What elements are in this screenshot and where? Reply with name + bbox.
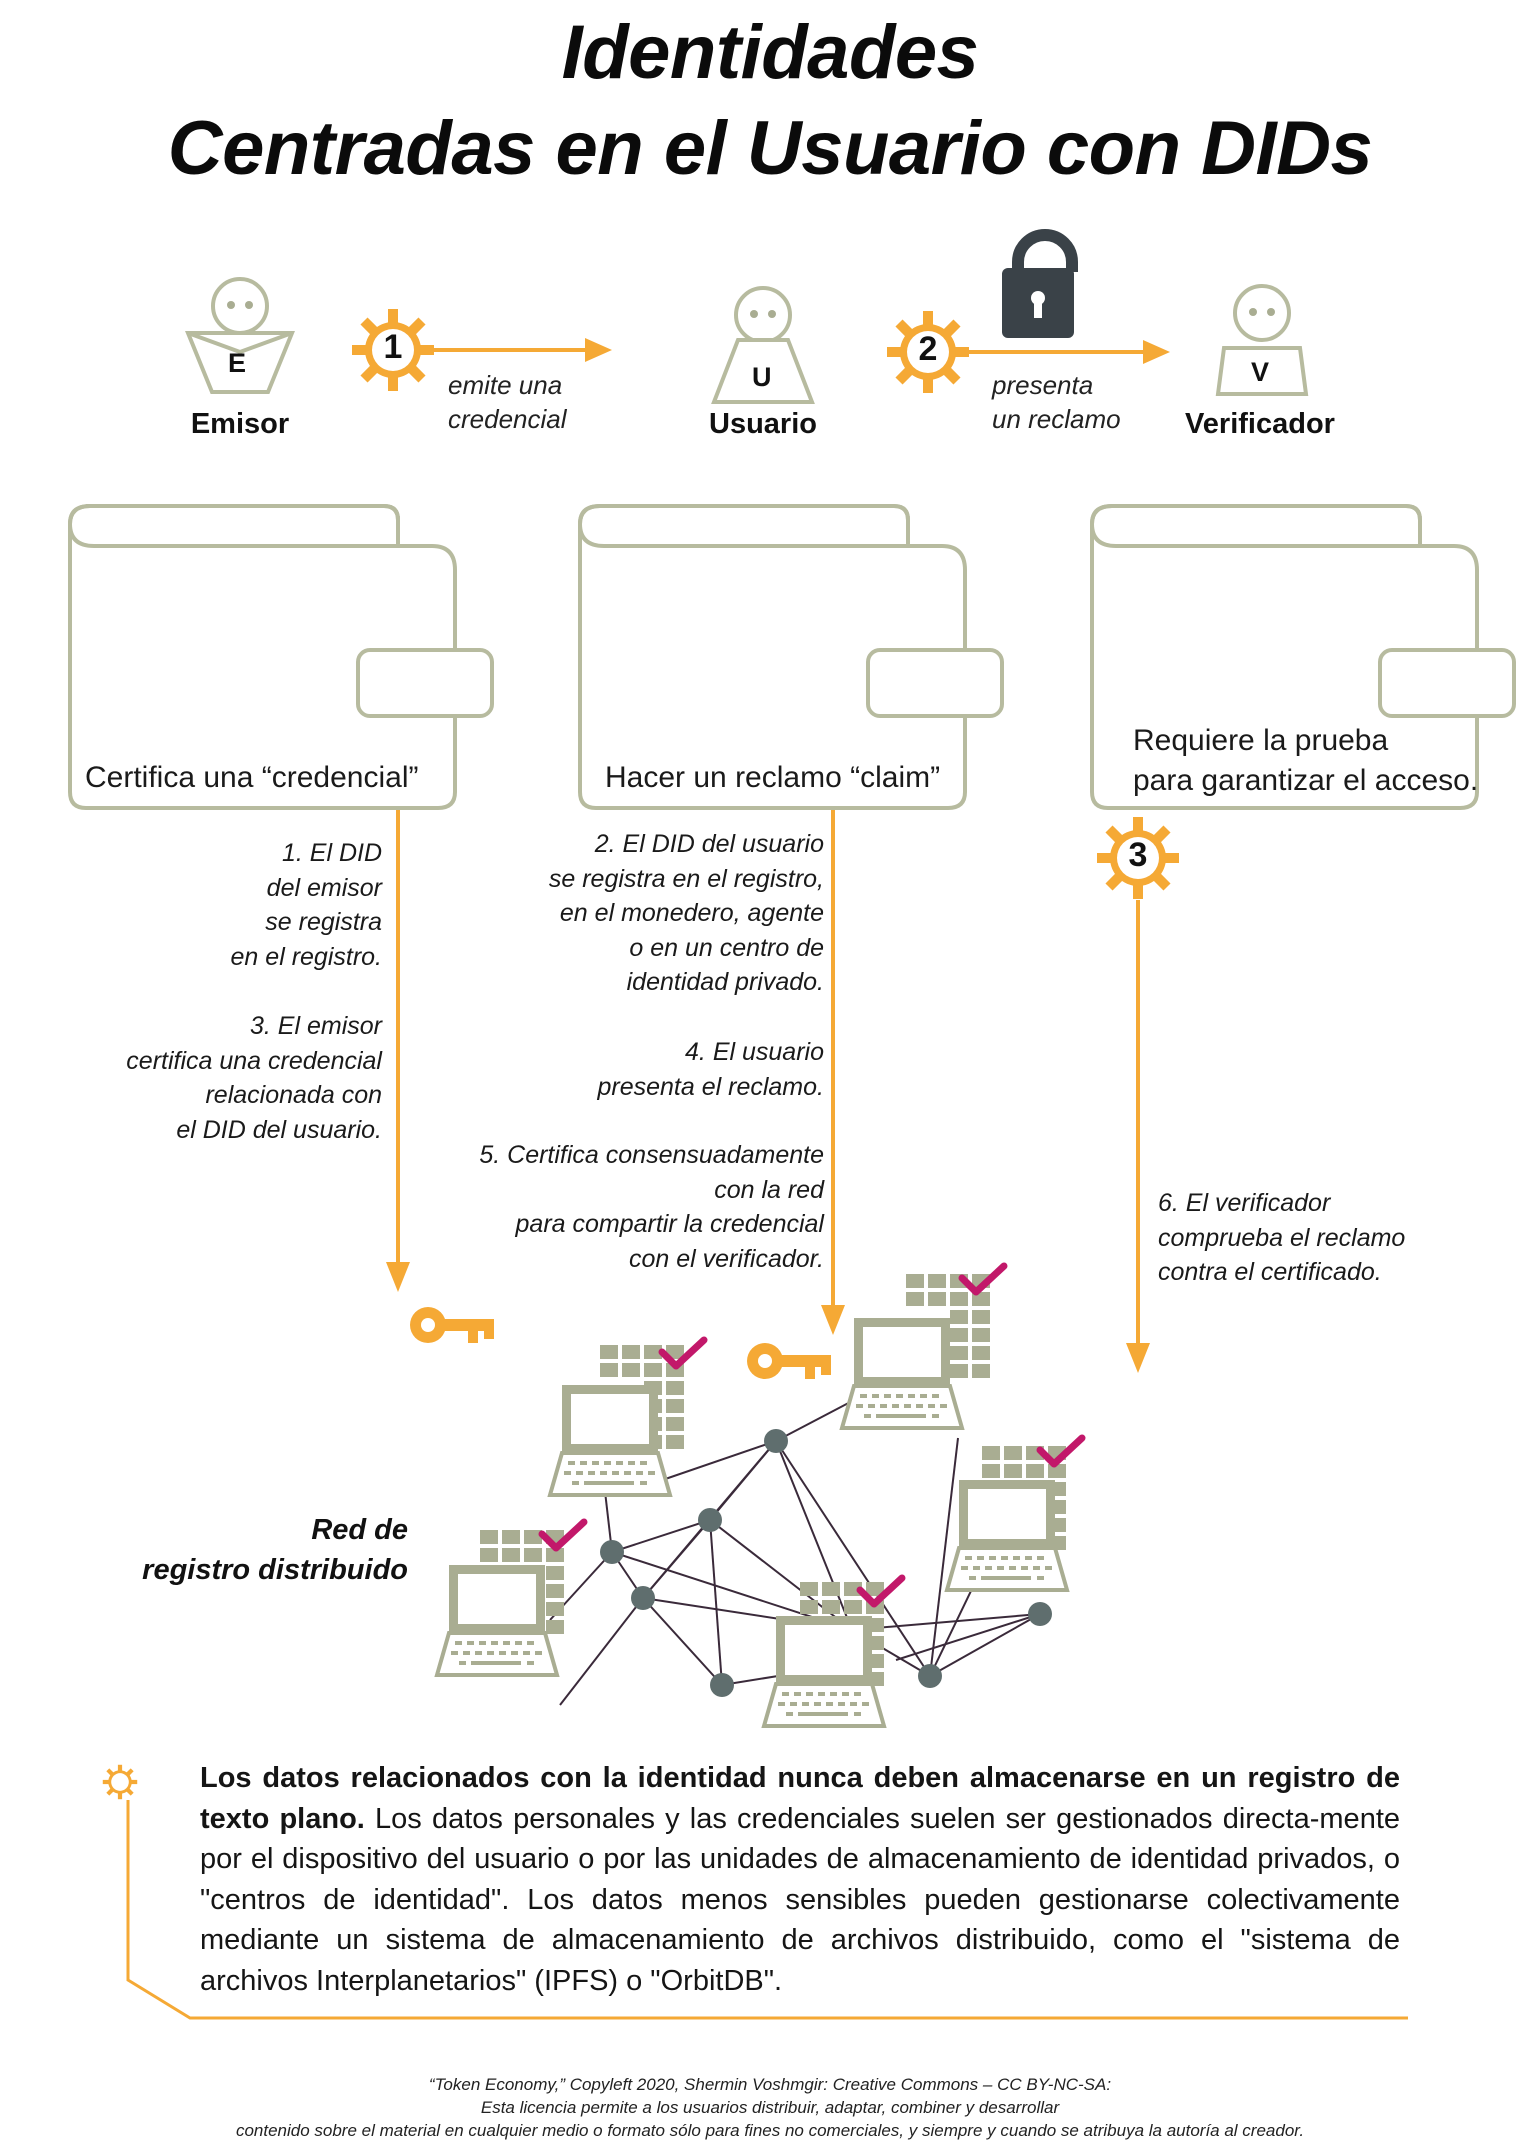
issuer-letter: E — [228, 348, 247, 378]
step2-caption: presenta un reclamo — [992, 368, 1121, 436]
ledger-node-5 — [762, 1578, 902, 1728]
footer-line3: contenido sobre el material en cualquier… — [235, 2121, 1305, 2140]
note-2-line: en el monedero, agente — [559, 899, 824, 927]
step1-number: 1 — [383, 328, 403, 366]
page-subtitle: Centradas en el Usuario con DIDs — [167, 106, 1373, 191]
verifier-eyes — [1249, 308, 1275, 316]
verifier-wallet-line2: para garantizar el acceso. — [1133, 764, 1479, 797]
issuer-flow-arrow — [386, 810, 410, 1292]
ledger-node-3 — [945, 1438, 1082, 1592]
note-5-line: para compartir la credencial — [515, 1210, 824, 1238]
note-3-line: 3. El emisor — [250, 1012, 382, 1040]
note-5-line: con la red — [714, 1175, 824, 1204]
lock-icon — [1002, 229, 1078, 338]
footer-line2: Esta licencia permite a los usuarios dis… — [480, 2098, 1060, 2117]
user-wallet — [578, 504, 1004, 810]
user-label: Usuario — [709, 408, 817, 440]
issuer-wallet-text: Certifica una “credencial” — [85, 761, 419, 794]
user-wallet-text: Hacer un reclamo “claim” — [605, 761, 941, 794]
step2-number: 2 — [918, 330, 938, 368]
note-3-line: certifica una credencial — [126, 1046, 382, 1075]
footer-line1: “Token Economy,” Copyleft 2020, Shermin … — [428, 2075, 1112, 2094]
footer: “Token Economy,” Copyleft 2020, Shermin … — [0, 2073, 1540, 2142]
step2-caption-line2: un reclamo — [992, 404, 1121, 434]
note-1-line: en el registro. — [230, 942, 382, 971]
issuer-person-icon — [185, 277, 295, 394]
page-title: Identidades — [561, 10, 979, 95]
issuer-eyes — [227, 301, 253, 309]
note-1-line: se registra — [265, 908, 382, 936]
info-paragraph: Los datos relacionados con la identidad … — [200, 1758, 1400, 2001]
verifier-person-icon — [1215, 284, 1309, 396]
info-bold-text: Los datos relacionados con la identidad … — [200, 1762, 1400, 1835]
note-1: 1. El DID del emisor se registra en el r… — [60, 836, 382, 974]
network-label-line2: registro distribuido — [142, 1554, 408, 1586]
note-4-line: 4. El usuario — [685, 1038, 824, 1066]
step2-arrow — [965, 340, 1170, 364]
note-5: 5. Certifica consensuadamente con la red… — [420, 1138, 824, 1276]
note-1-line: del emisor — [266, 873, 382, 902]
user-letter: U — [752, 362, 772, 392]
note-2-line: o en un centro de — [629, 933, 824, 962]
verifier-flow-arrow — [1126, 900, 1150, 1373]
user-flow-arrow — [821, 810, 845, 1335]
issuer-wallet — [68, 504, 494, 810]
network-label-line1: Red de — [311, 1514, 408, 1546]
issuer-wallet-flap — [68, 523, 398, 548]
note-2: 2. El DID del usuario se registra en el … — [420, 827, 824, 1000]
step1-arrow — [432, 338, 612, 362]
note-3-line: relacionada con — [205, 1081, 382, 1109]
info-sun-icon — [102, 1764, 138, 1800]
ledger-node-4 — [435, 1522, 584, 1677]
note-6-line: 6. El verificador — [1158, 1189, 1331, 1217]
network-label: Red de registro distribuido — [90, 1510, 408, 1590]
note-2-line: identidad privado. — [626, 968, 824, 996]
verifier-label: Verificador — [1185, 408, 1335, 440]
network-nodes — [600, 1429, 1052, 1697]
verifier-wallet — [1090, 504, 1516, 810]
step1-caption-line1: emite una — [448, 370, 563, 400]
note-5-line: con el verificador. — [629, 1244, 824, 1273]
issuer-key-icon — [410, 1307, 494, 1343]
step1-caption: emite una credencial — [448, 368, 567, 436]
note-6-line: contra el certificado. — [1158, 1258, 1382, 1286]
verifier-wallet-text: Requiere la prueba para garantizar el ac… — [1133, 721, 1478, 801]
note-3: 3. El emisor certifica una credencial re… — [60, 1009, 382, 1147]
note-3-line: el DID del usuario. — [176, 1115, 382, 1144]
note-2-line: 2. El DID del usuario — [594, 830, 824, 858]
ledger-node-1 — [548, 1340, 704, 1497]
step3-number: 3 — [1128, 836, 1148, 874]
ledger-node-2 — [840, 1266, 1004, 1430]
info-body-text: Los datos personales y las credenciales … — [200, 1802, 1401, 1997]
step1-caption-line2: credencial — [448, 404, 567, 434]
note-2-line: se registra en el registro, — [548, 864, 824, 893]
note-1-line: 1. El DID — [281, 839, 382, 867]
verifier-letter: V — [1251, 357, 1270, 387]
note-6: 6. El verificador comprueba el reclamo c… — [1158, 1186, 1498, 1290]
issuer-label: Emisor — [190, 408, 290, 440]
verifier-wallet-line1: Requiere la prueba — [1133, 724, 1389, 757]
user-eyes — [750, 310, 776, 318]
note-5-line: 5. Certifica consensuadamente — [479, 1141, 824, 1169]
note-4-line: presenta el reclamo. — [597, 1072, 824, 1101]
info-bracket-line — [126, 1800, 1408, 2020]
step2-caption-line1: presenta — [992, 370, 1094, 400]
user-key-icon — [747, 1343, 831, 1379]
note-6-line: comprueba el reclamo — [1158, 1223, 1406, 1252]
note-4: 4. El usuario presenta el reclamo. — [420, 1035, 824, 1104]
user-person-icon — [711, 286, 815, 404]
